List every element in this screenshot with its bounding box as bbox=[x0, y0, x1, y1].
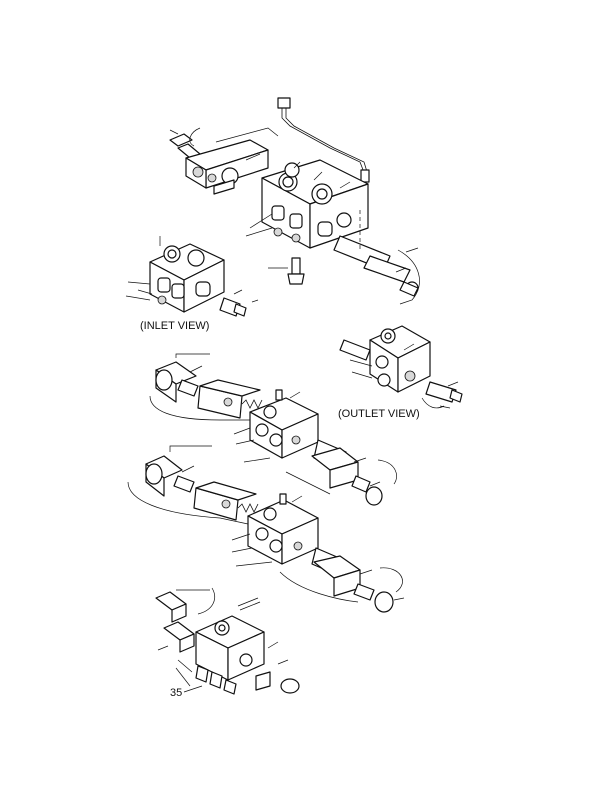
top-valve-assembly bbox=[169, 97, 420, 305]
middle-valve-assembly-2 bbox=[127, 445, 405, 613]
outlet-view-label: (OUTLET VIEW) bbox=[338, 408, 420, 420]
middle-valve-assembly-1 bbox=[149, 353, 397, 506]
bottom-valve-assembly bbox=[155, 587, 300, 695]
figure-number: 35 bbox=[170, 687, 183, 699]
inlet-view-assembly bbox=[125, 236, 259, 317]
inlet-view-label: (INLET VIEW) bbox=[140, 320, 210, 332]
outlet-view-assembly bbox=[339, 325, 463, 409]
